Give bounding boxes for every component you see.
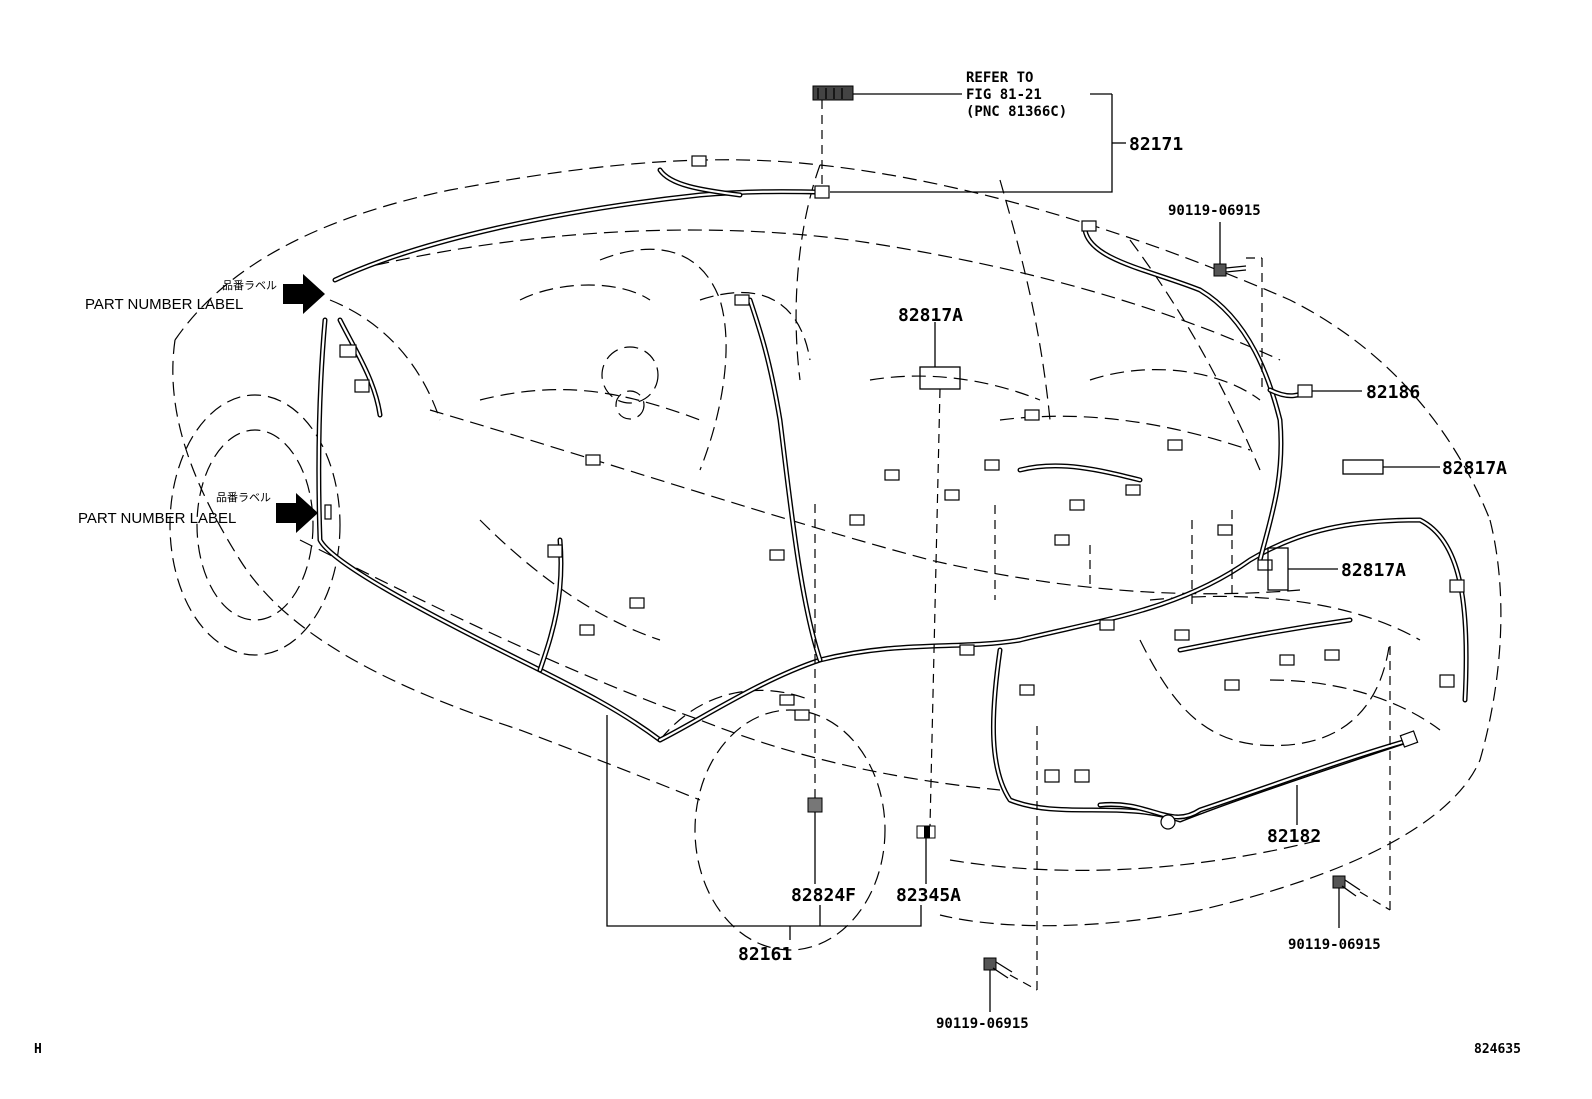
part-number-label-arrows xyxy=(276,274,332,533)
label-82182: 82182 xyxy=(1267,826,1321,847)
connectors xyxy=(339,155,1465,783)
label-bolt-bottom-right: 90119-06915 xyxy=(1288,937,1381,953)
sensor-cable-82182 xyxy=(1097,730,1419,830)
label-82186: 82186 xyxy=(1366,382,1420,403)
refer-connector xyxy=(812,85,854,101)
refer-note-line-3: (PNC 81366C) xyxy=(966,104,1067,120)
label-82171: 82171 xyxy=(1129,134,1183,155)
bolt-top-icon xyxy=(1213,263,1247,277)
upper-label-arrow-icon xyxy=(283,274,325,314)
clips xyxy=(807,797,936,839)
car-body-outline xyxy=(169,159,1502,951)
label-82817a-right: 82817A xyxy=(1442,458,1507,479)
lower-label-arrow-icon xyxy=(276,493,318,533)
floor-labels-82817a xyxy=(919,366,1384,591)
label-82817a-top: 82817A xyxy=(898,305,963,326)
lower-part-label-jp: 品番ラベル xyxy=(216,491,271,504)
label-bolt-top: 90119-06915 xyxy=(1168,203,1261,219)
wire-harness-runs xyxy=(316,167,1469,823)
lower-part-label-en: PART NUMBER LABEL xyxy=(78,510,236,527)
bolt-bottom-center-icon xyxy=(983,957,1013,979)
bolts xyxy=(983,263,1361,979)
upper-part-label-en: PART NUMBER LABEL xyxy=(85,296,243,313)
corner-code-left: H xyxy=(34,1042,42,1057)
label-82824f: 82824F xyxy=(791,885,856,906)
label-82345a: 82345A xyxy=(896,885,961,906)
refer-note-line-2: FIG 81-21 xyxy=(966,87,1042,103)
refer-note: REFER TO FIG 81-21 (PNC 81366C) xyxy=(966,70,1067,120)
label-82161: 82161 xyxy=(738,944,792,965)
upper-part-label-jp: 品番ラベル xyxy=(222,279,277,292)
refer-note-line-1: REFER TO xyxy=(966,70,1033,86)
figure-number: 824635 xyxy=(1474,1042,1521,1057)
label-82817a-mid: 82817A xyxy=(1341,560,1406,581)
leader-lines xyxy=(606,93,1440,1012)
bolt-bottom-right-icon xyxy=(1332,875,1361,897)
label-bolt-bottom-center: 90119-06915 xyxy=(936,1016,1029,1032)
